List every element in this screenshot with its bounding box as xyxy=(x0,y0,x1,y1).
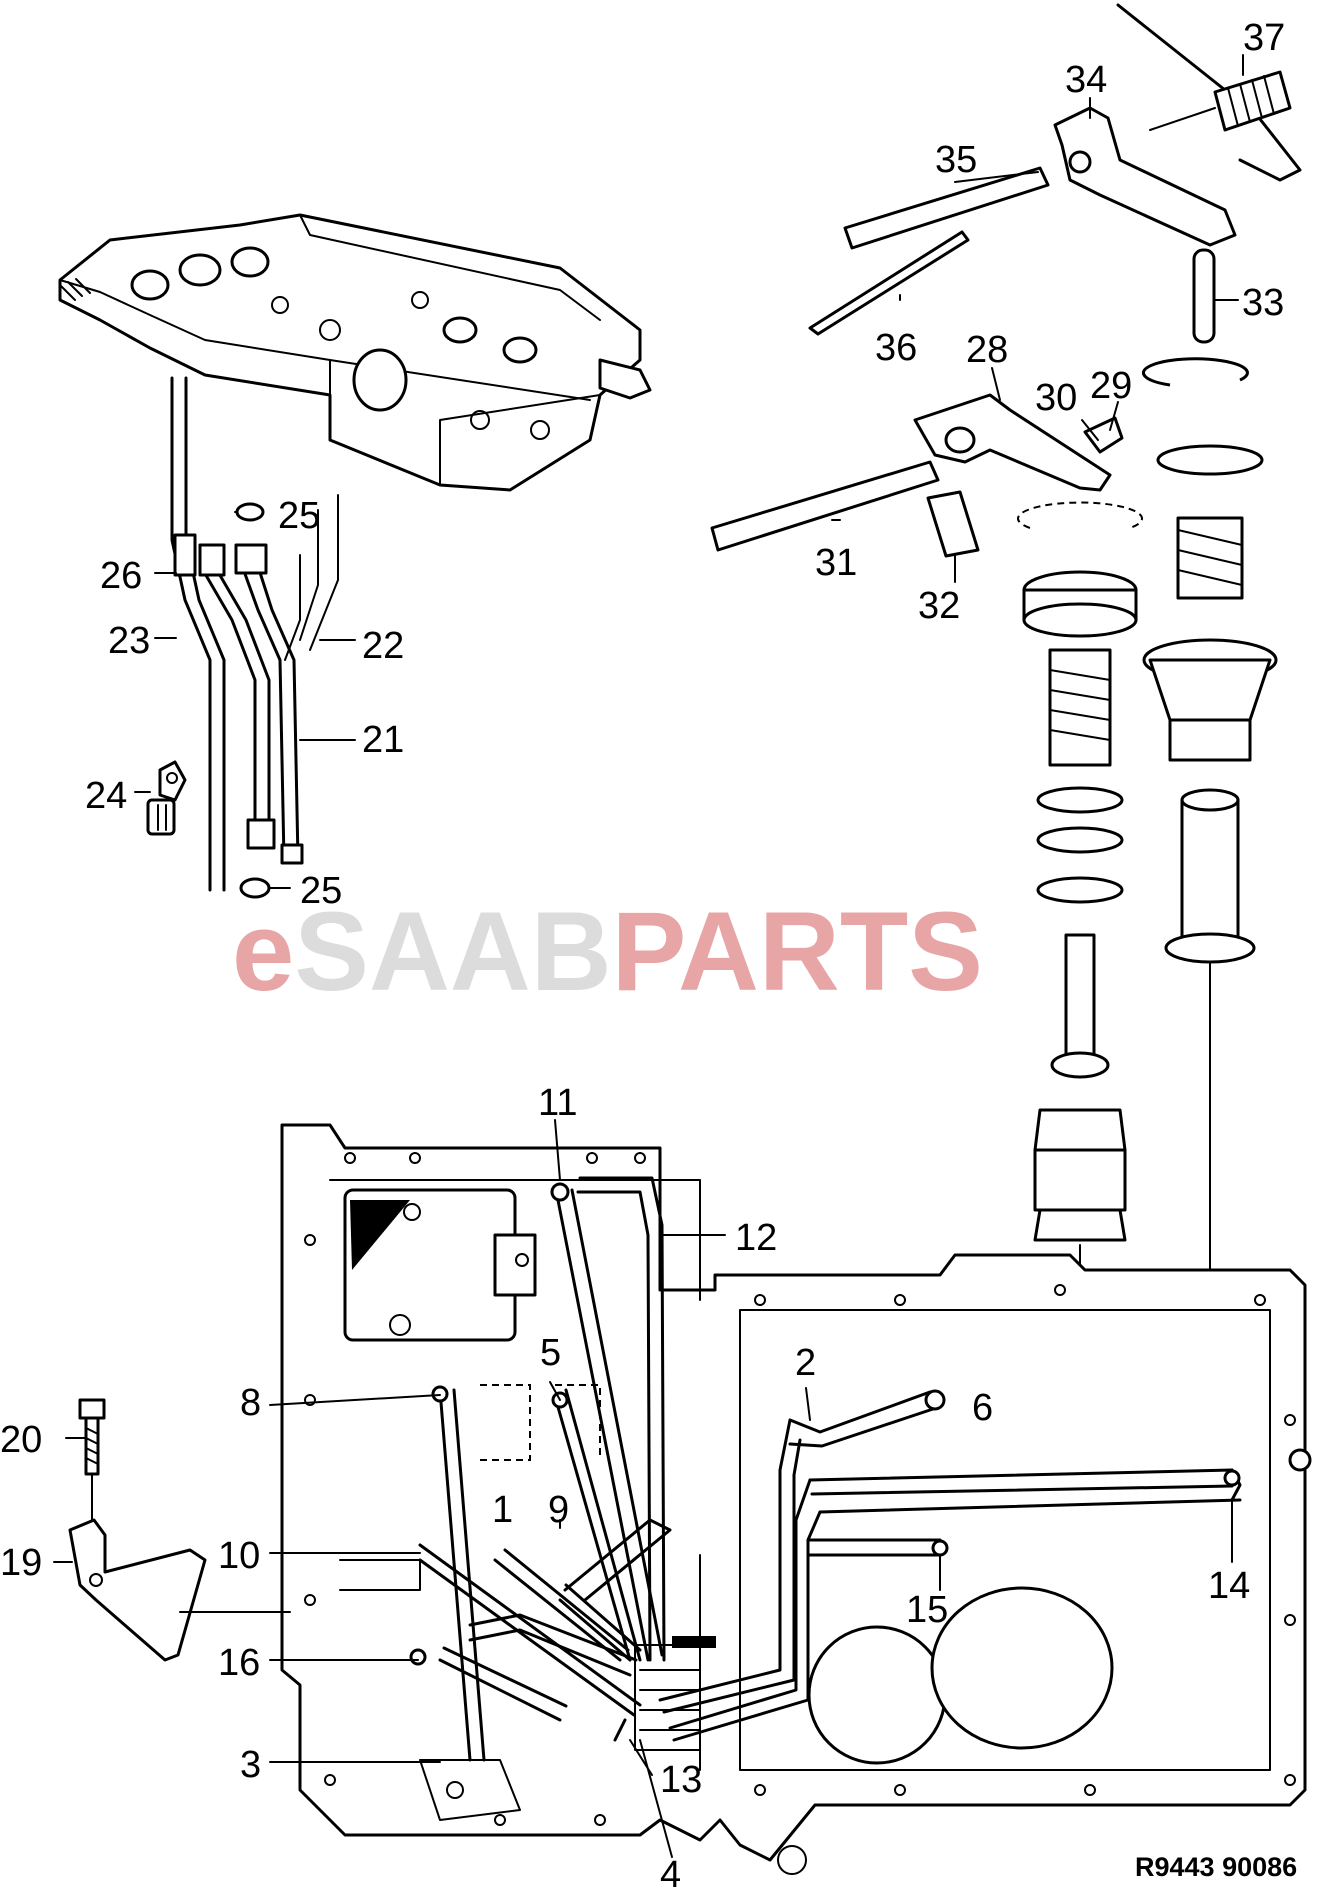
callout-25-top: 25 xyxy=(278,495,320,537)
watermark-brand: SAAB xyxy=(294,889,611,1014)
callout-35: 35 xyxy=(935,139,977,181)
callout-33: 33 xyxy=(1242,282,1284,324)
callout-12: 12 xyxy=(735,1217,777,1259)
detent-lever xyxy=(913,393,1124,492)
callout-31: 31 xyxy=(815,542,857,584)
pipe-set xyxy=(170,376,339,892)
shaft-seal-plate xyxy=(926,490,980,558)
callout-3: 3 xyxy=(240,1744,261,1786)
callout-8: 8 xyxy=(240,1382,261,1424)
callout-9: 9 xyxy=(548,1489,569,1531)
callout-34: 34 xyxy=(1065,59,1107,101)
callout-14: 14 xyxy=(1208,1565,1250,1607)
valve-body xyxy=(58,213,652,492)
drawing-code: R9443 90086 xyxy=(1135,1852,1297,1882)
pipe-clamp xyxy=(146,760,187,836)
callout-6: 6 xyxy=(972,1387,993,1429)
callout-24: 24 xyxy=(85,775,127,817)
callout-19: 19 xyxy=(0,1542,42,1584)
callout-23: 23 xyxy=(108,620,150,662)
selector-lever xyxy=(1053,106,1237,247)
callout-25-bottom: 25 xyxy=(300,870,342,912)
lever-pin xyxy=(1192,248,1216,344)
bolt xyxy=(78,1398,106,1521)
watermark: eSAABPARTS xyxy=(232,889,983,1014)
callout-4: 4 xyxy=(660,1854,681,1890)
watermark-prefix: e xyxy=(232,889,294,1014)
lever-shaft xyxy=(843,166,1050,250)
callout-30: 30 xyxy=(1035,377,1077,419)
torsion-spring xyxy=(1116,3,1302,182)
callout-11: 11 xyxy=(538,1082,577,1124)
callout-13: 13 xyxy=(660,1759,702,1801)
callout-37: 37 xyxy=(1243,17,1285,59)
callout-15: 15 xyxy=(906,1589,948,1631)
watermark-suffix: PARTS xyxy=(612,889,983,1014)
o-ring-bottom xyxy=(239,877,271,899)
callout-32: 32 xyxy=(918,585,960,627)
callout-2: 2 xyxy=(795,1342,816,1384)
leader-lines xyxy=(53,54,1244,1858)
accumulator-stack-left xyxy=(1017,501,1143,1341)
callout-28: 28 xyxy=(966,329,1008,371)
retaining-plate xyxy=(808,230,970,336)
callout-29: 29 xyxy=(1090,365,1132,407)
callout-20: 20 xyxy=(0,1419,42,1461)
callout-5: 5 xyxy=(540,1332,561,1374)
callout-labels: 37 34 35 33 36 28 30 29 31 32 25 26 23 2… xyxy=(0,17,1285,1890)
callout-16: 16 xyxy=(218,1642,260,1684)
manual-shaft xyxy=(710,460,940,552)
callout-26: 26 xyxy=(100,555,142,597)
callout-21: 21 xyxy=(362,719,404,761)
callout-22: 22 xyxy=(362,625,404,667)
accumulator-stack-right xyxy=(1019,357,1278,1381)
callout-10: 10 xyxy=(218,1535,260,1577)
mounting-bracket xyxy=(68,1518,291,1662)
callout-1: 1 xyxy=(492,1489,513,1531)
callout-36: 36 xyxy=(875,327,917,369)
oil-tubes xyxy=(409,1176,1242,1762)
o-ring-top xyxy=(235,502,265,522)
